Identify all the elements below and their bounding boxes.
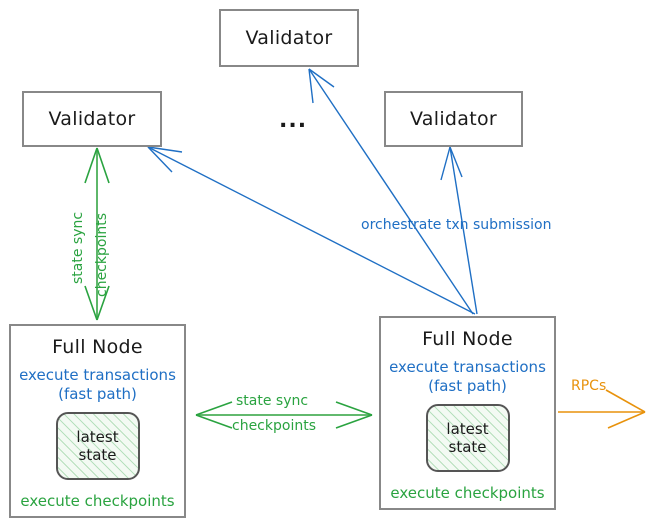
fullnode-right-chip-line2: state <box>448 437 487 456</box>
fullnode-right-blue-text: execute transactions (fast path) <box>389 358 546 396</box>
fullnode-left-blue-line2: (fast path) <box>58 384 137 403</box>
edge-label-state-sync-horizontal-line2: checkpoints <box>232 418 316 434</box>
fullnode-right-box[interactable]: Full Node execute transactions (fast pat… <box>379 316 556 510</box>
fullnode-left-chip-line1: latest <box>76 427 119 446</box>
fullnode-right-latest-state-chip[interactable]: latest state <box>425 403 510 472</box>
edge-label-rpcs: RPCs <box>571 378 607 394</box>
edge-label-state-sync-vertical-right: checkpoints <box>94 213 110 297</box>
validators-ellipsis: ... <box>279 108 308 133</box>
fullnode-right-chip-line1: latest <box>446 419 489 438</box>
validator-left-box[interactable]: Validator <box>22 91 162 147</box>
fullnode-left-blue-text: execute transactions (fast path) <box>19 366 176 404</box>
fullnode-right-blue-line2: (fast path) <box>428 376 507 395</box>
fullnode-left-latest-state-chip[interactable]: latest state <box>55 411 140 480</box>
edge-label-state-sync-vertical-left: state sync <box>70 211 86 284</box>
validator-left-label: Validator <box>48 108 136 130</box>
fullnode-left-green-text: execute checkpoints <box>20 491 175 510</box>
validator-right-label: Validator <box>409 108 497 130</box>
edge-label-orchestrate-txn-submission: orchestrate txn submission <box>361 217 552 233</box>
edge-label-state-sync-horizontal-line1: state sync <box>236 393 309 409</box>
validator-top-label: Validator <box>245 27 333 49</box>
fullnode-right-blue-line1: execute transactions <box>389 358 546 376</box>
validator-right-box[interactable]: Validator <box>384 91 523 147</box>
fullnode-left-title: Full Node <box>52 336 143 358</box>
fullnode-right-title: Full Node <box>422 328 513 350</box>
validator-top-box[interactable]: Validator <box>219 9 359 67</box>
fullnode-right-green-text: execute checkpoints <box>390 483 545 502</box>
fullnode-left-box[interactable]: Full Node execute transactions (fast pat… <box>9 324 186 518</box>
arrow-rpcs <box>558 389 646 429</box>
fullnode-left-blue-line1: execute transactions <box>19 366 176 384</box>
fullnode-left-chip-line2: state <box>78 445 117 464</box>
